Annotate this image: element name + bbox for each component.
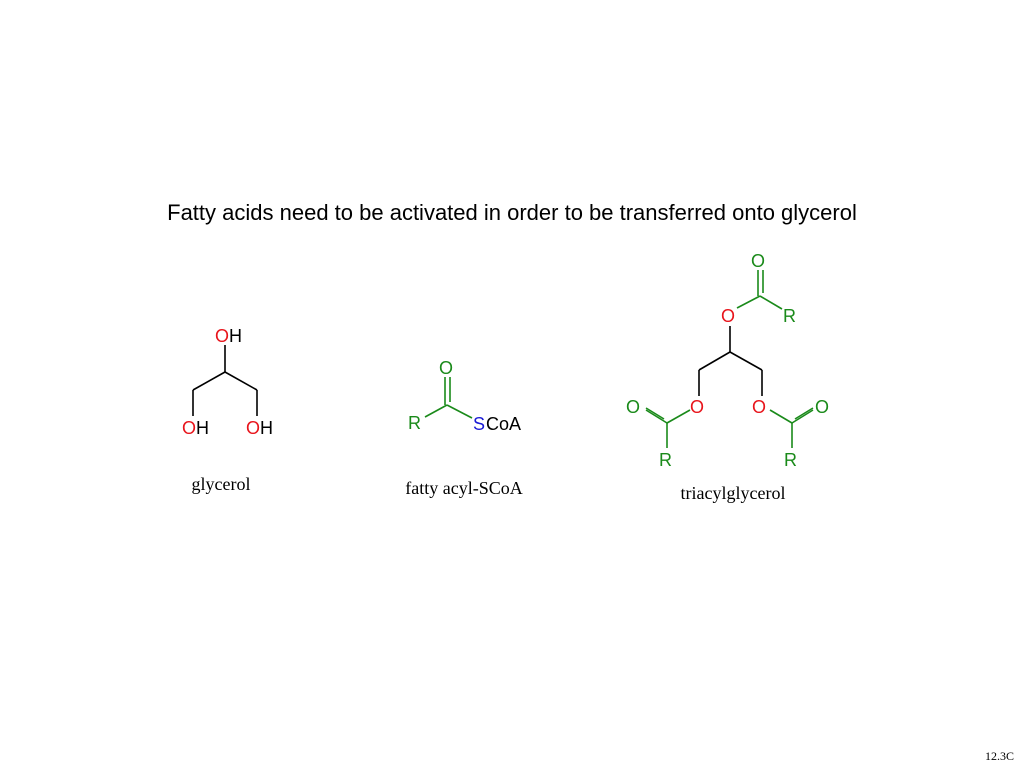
triacylglycerol-acyl-groups xyxy=(645,270,814,448)
glycerol-oxygen-right: O xyxy=(246,418,260,438)
acyl-bond-c-s xyxy=(446,404,473,419)
tag-left-r-group: R xyxy=(659,450,672,470)
acyl-r-group: R xyxy=(408,413,421,433)
tag-left-bond-co-double-b xyxy=(645,407,665,420)
tag-bond-c2-c3 xyxy=(729,351,763,371)
glycerol-hydrogen-right: H xyxy=(260,418,273,438)
tag-right-ester-oxygen: O xyxy=(752,397,766,417)
tag-right-bond-co-double-b xyxy=(794,407,814,420)
glycerol-hydrogen-left: H xyxy=(196,418,209,438)
glycerol-oxygen-top: O xyxy=(215,326,229,346)
acyl-sulfur: S xyxy=(473,414,485,434)
glycerol-oxygen-left: O xyxy=(182,418,196,438)
glycerol-bond-c2-c3 xyxy=(224,371,258,391)
tag-left-ester-oxygen: O xyxy=(690,397,704,417)
tag-left-bond-co-double-a xyxy=(645,409,668,424)
tag-top-ester-oxygen: O xyxy=(721,306,735,326)
triacylglycerol-backbone xyxy=(698,326,763,396)
tag-top-bond-o-c xyxy=(736,295,761,309)
slide-number: 12.3C xyxy=(984,749,1014,763)
fatty-acyl-scoa-structure xyxy=(424,377,473,419)
triacylglycerol-caption: triacylglycerol xyxy=(680,483,786,503)
tag-top-bond-c-r xyxy=(759,295,783,310)
glycerol-caption: glycerol xyxy=(191,474,251,494)
glycerol-hydrogen-top: H xyxy=(229,326,242,346)
acyl-bond-c-r xyxy=(424,404,448,418)
tag-right-bond-o-c xyxy=(769,409,793,424)
glycerol-bond-c2-c1 xyxy=(192,371,226,391)
slide-title: Fatty acids need to be activated in orde… xyxy=(167,200,857,225)
tag-left-bond-o-c xyxy=(666,409,691,424)
tag-top-carbonyl-oxygen: O xyxy=(751,251,765,271)
tag-right-bond-co-double-a xyxy=(791,409,814,424)
tag-bond-c2-c1 xyxy=(698,351,731,371)
acyl-coa-label: CoA xyxy=(486,414,521,434)
tag-left-carbonyl-oxygen: O xyxy=(626,397,640,417)
fatty-acyl-scoa-caption: fatty acyl-SCoA xyxy=(405,478,523,498)
glycerol-structure xyxy=(192,345,258,416)
tag-right-r-group: R xyxy=(784,450,797,470)
tag-right-carbonyl-oxygen: O xyxy=(815,397,829,417)
tag-top-r-group: R xyxy=(783,306,796,326)
acyl-carbonyl-oxygen: O xyxy=(439,358,453,378)
